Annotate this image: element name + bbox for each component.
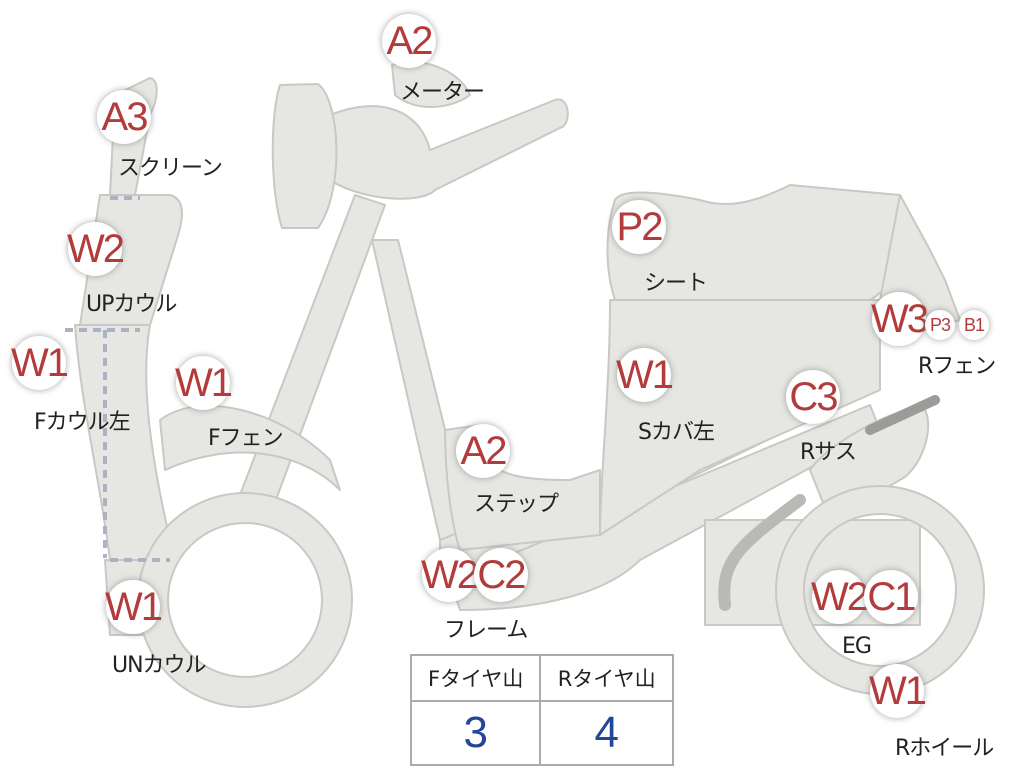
label-screen: スクリーン <box>118 156 223 181</box>
header-front-tire: Fタイヤ山 <box>409 654 542 702</box>
badge-r-wheel: W1 <box>869 664 927 718</box>
exhaust-muffler <box>865 395 940 435</box>
badge-seat: P2 <box>612 200 666 254</box>
label-meter: メーター <box>400 80 485 105</box>
label-up-cowl: UPカウル <box>86 292 177 317</box>
label-frame: フレーム <box>444 618 528 643</box>
badge-meter: A2 <box>382 14 436 68</box>
badge-eg-c: C1 <box>864 570 918 624</box>
headlight <box>271 83 338 229</box>
badge-screen: A3 <box>97 90 151 144</box>
label-un-cowl: UNカウル <box>112 653 207 678</box>
badge-r-fender-b: B1 <box>959 310 989 340</box>
front-wheel-inner <box>167 522 323 678</box>
tire-table-header-row: Fタイヤ山 Rタイヤ山 <box>409 654 674 702</box>
badge-s-cover-left: W1 <box>616 348 674 402</box>
front-cowl-panel <box>74 324 176 561</box>
badge-un-cowl: W1 <box>105 580 163 634</box>
label-step: ステップ <box>474 492 559 517</box>
badge-step: A2 <box>456 424 510 478</box>
label-r-fender: Rフェン <box>918 354 996 379</box>
badge-frame-c: C2 <box>474 548 528 602</box>
badge-r-fender-p: P3 <box>925 310 955 340</box>
badge-up-cowl: W2 <box>67 222 125 276</box>
badge-r-sus: C3 <box>786 370 840 424</box>
label-r-sus: Rサス <box>800 440 857 465</box>
tire-tread-table: Fタイヤ山 Rタイヤ山 3 4 <box>409 654 674 766</box>
label-r-wheel: Rホイール <box>895 736 994 761</box>
badge-eg-w: W2 <box>811 570 869 624</box>
exhaust-pipe <box>718 494 806 611</box>
label-eg: EG <box>842 634 872 659</box>
rear-wheel-inner <box>803 513 957 667</box>
label-seat: シート <box>644 271 708 296</box>
badge-frame-w: W2 <box>421 548 479 602</box>
value-front-tire: 3 <box>409 700 542 766</box>
badge-f-fender: W1 <box>175 356 233 410</box>
tire-table-value-row: 3 4 <box>409 700 674 766</box>
handlebar <box>329 98 569 200</box>
value-rear-tire: 4 <box>539 700 674 766</box>
label-f-fender: Fフェン <box>208 426 284 451</box>
badge-f-cowl-left: W1 <box>11 336 69 390</box>
label-s-cover-left: Sカバ左 <box>638 420 715 445</box>
header-rear-tire: Rタイヤ山 <box>539 654 674 702</box>
badge-r-fender-w: W3 <box>871 292 929 346</box>
label-f-cowl-left: Fカウル左 <box>34 410 131 435</box>
lower-frame <box>449 404 881 611</box>
